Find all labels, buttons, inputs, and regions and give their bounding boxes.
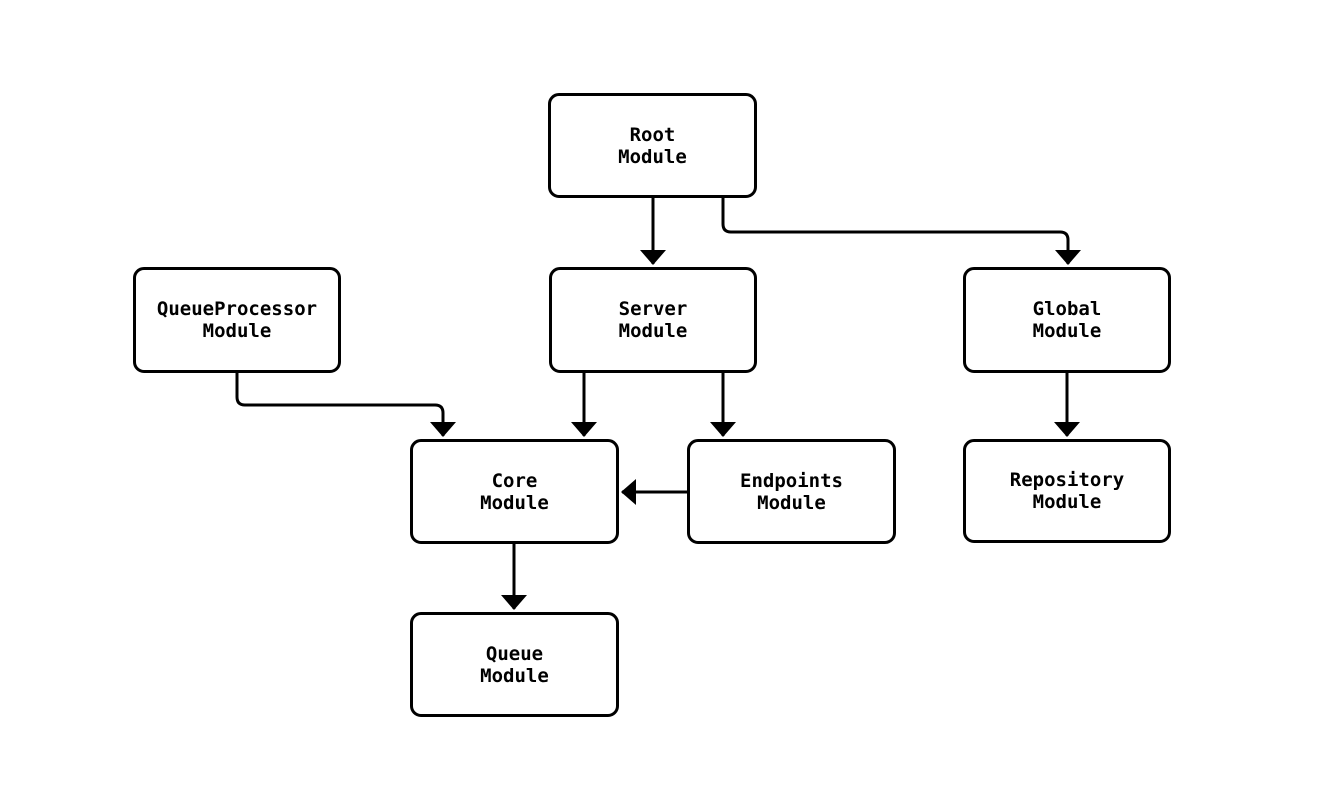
node-core: Core Module <box>410 439 619 544</box>
node-label-root: Root Module <box>618 123 687 168</box>
node-queue: Queue Module <box>410 612 619 717</box>
edge-queueprocessor-core <box>235 373 456 437</box>
node-label-repository: Repository Module <box>1009 469 1125 513</box>
node-label-server: Server Module <box>618 298 688 342</box>
node-queueprocessor: QueueProcessor Module <box>133 267 341 373</box>
node-server: Server Module <box>549 267 757 373</box>
node-label-core: Core Module <box>480 469 549 514</box>
node-repository: Repository Module <box>963 439 1171 543</box>
node-root: Root Module <box>548 93 757 198</box>
node-global: Global Module <box>963 267 1171 373</box>
node-label-global: Global Module <box>1032 298 1102 342</box>
node-endpoints: Endpoints Module <box>687 439 896 544</box>
node-label-queueprocessor: QueueProcessor Module <box>156 298 318 342</box>
node-label-queue: Queue Module <box>480 642 549 687</box>
edge-root-global <box>721 198 1081 265</box>
edges-group <box>235 198 1081 610</box>
node-label-endpoints: Endpoints Module <box>740 469 843 514</box>
